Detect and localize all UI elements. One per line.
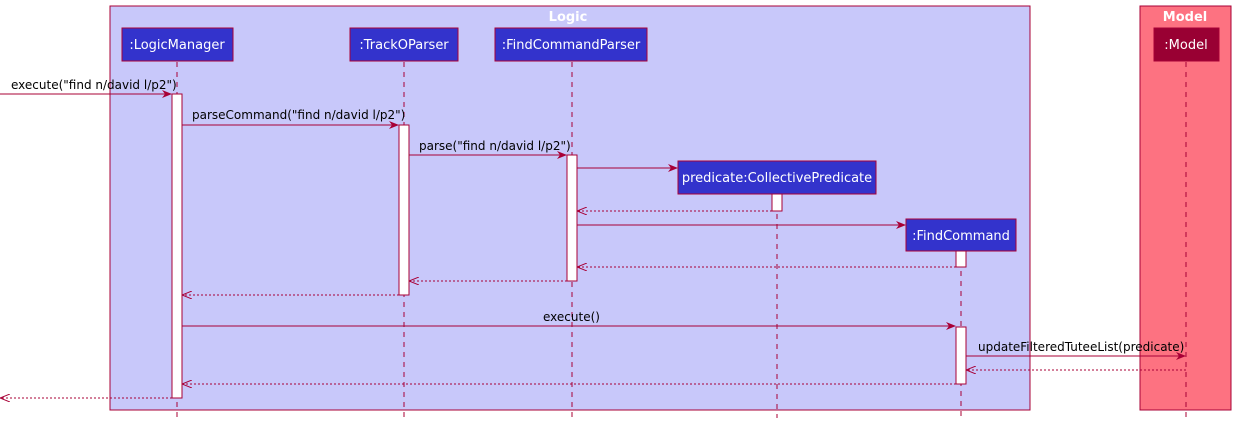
- svg-text::LogicManager: :LogicManager: [129, 38, 225, 53]
- label-update-filtered: updateFilteredTuteeList(predicate): [978, 340, 1184, 354]
- participant-logic-manager: :LogicManager: [121, 27, 234, 62]
- activations: [171, 93, 967, 399]
- label-execute: execute(): [543, 310, 600, 324]
- activation-tracko-parser: [398, 124, 410, 296]
- participant-predicate: predicate:CollectivePredicate: [677, 160, 877, 195]
- activation-predicate: [771, 193, 783, 212]
- participant-model: :Model: [1153, 27, 1220, 62]
- activation-find-command-parser: [566, 154, 578, 282]
- return-arrows: [1, 211, 1186, 398]
- participant-find-command: :FindCommand: [905, 218, 1017, 252]
- activation-logic-manager: [171, 93, 183, 399]
- label-execute-in: execute("find n/david l/p2"): [11, 78, 177, 92]
- svg-text::Model: :Model: [1164, 38, 1207, 53]
- participant-tracko-parser: :TrackOParser: [349, 27, 459, 62]
- activation-find-command-2: [955, 326, 967, 385]
- svg-text:predicate:CollectivePredicate: predicate:CollectivePredicate: [682, 171, 872, 186]
- label-parse-command: parseCommand("find n/david l/p2"): [192, 108, 405, 122]
- logic-group-title: Logic: [549, 10, 588, 25]
- participant-find-command-parser: :FindCommandParser: [494, 27, 648, 62]
- label-parse: parse("find n/david l/p2"): [419, 139, 571, 153]
- svg-text::TrackOParser: :TrackOParser: [359, 38, 449, 53]
- svg-text::FindCommandParser: :FindCommandParser: [502, 38, 641, 53]
- svg-text::FindCommand: :FindCommand: [912, 229, 1010, 244]
- activation-find-command-1: [955, 250, 967, 268]
- model-group-title: Model: [1163, 10, 1207, 25]
- call-arrows: [0, 90, 1186, 360]
